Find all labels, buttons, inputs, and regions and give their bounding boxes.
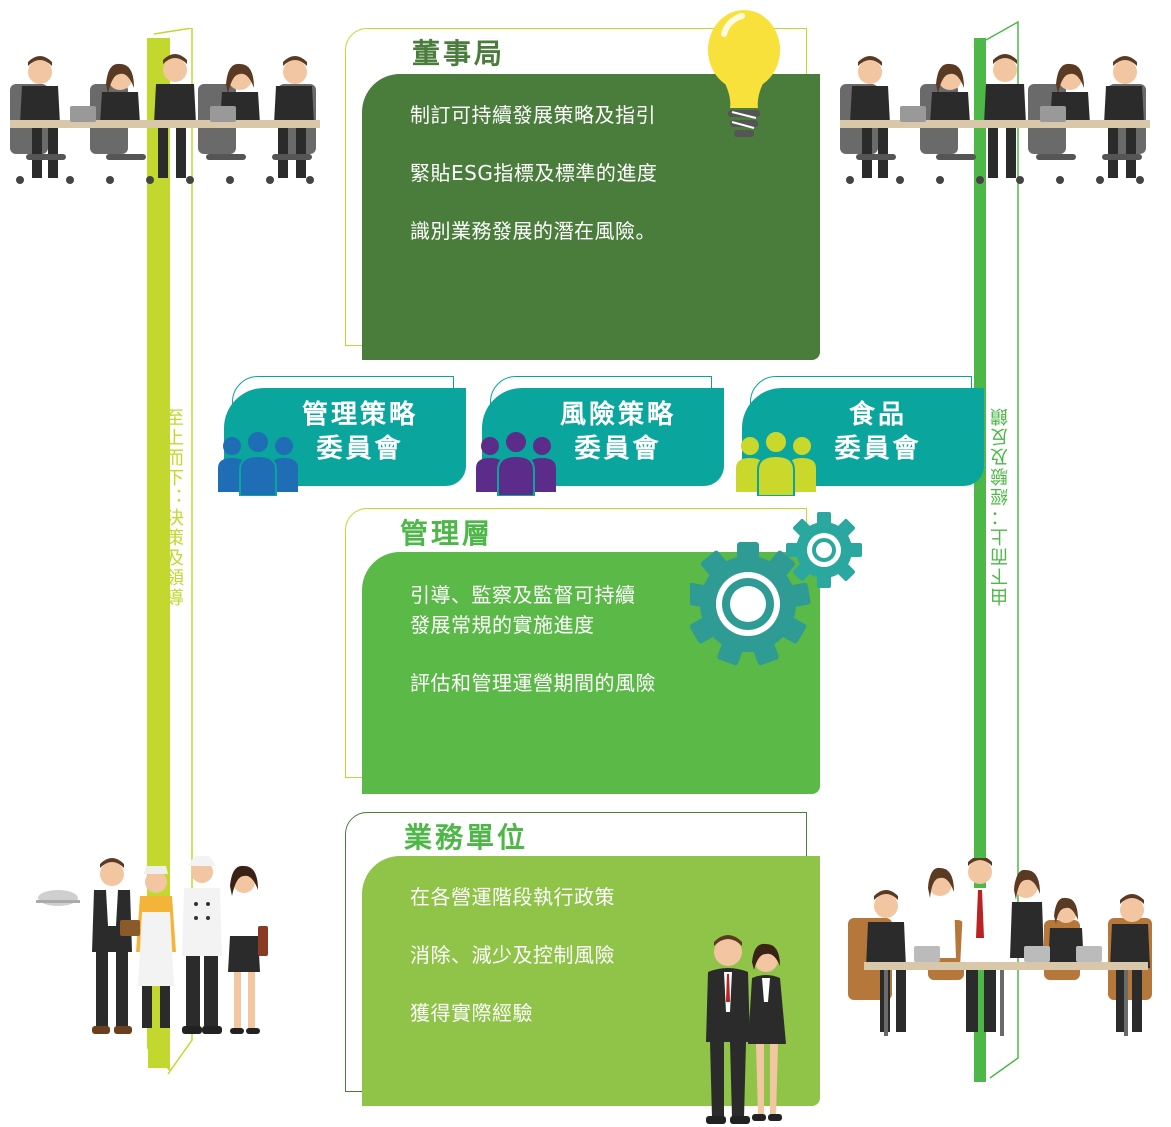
management-item: 評估和管理運營期間的風險 — [410, 671, 656, 695]
board-title: 董事局 — [412, 37, 506, 70]
business-item: 獲得實際經驗 — [410, 1001, 533, 1025]
committee-food: 食品 委員會 — [736, 376, 984, 496]
gears-icon — [690, 512, 862, 666]
board-items: 制訂可持續發展策略及指引 緊貼ESG指標及標準的進度 識別業務發展的潛在風險。 — [410, 100, 800, 246]
business-item: 消除、減少及控制風險 — [410, 943, 615, 967]
left-axis-label: 至上而下：決策及領導 — [163, 408, 184, 608]
committee-risk: 風險策略 委員會 — [476, 376, 724, 496]
business-item: 在各營運階段執行政策 — [410, 885, 615, 909]
board-item: 緊貼ESG指標及標準的進度 — [410, 161, 658, 185]
office-team-illustration — [848, 858, 1152, 1036]
committee-management: 管理策略 委員會 — [218, 376, 466, 496]
management-title: 管理層 — [400, 517, 494, 550]
people-group-icon — [476, 430, 556, 496]
management-item: 引導、監察及監督可持續 發展常規的實施進度 — [410, 583, 636, 637]
meeting-illustration-right — [840, 54, 1150, 184]
committee-label: 風險策略 委員會 — [559, 400, 676, 464]
committee-label: 管理策略 委員會 — [301, 400, 418, 464]
restaurant-staff-illustration — [36, 856, 268, 1034]
committee-label: 食品 委員會 — [834, 400, 922, 464]
people-group-icon — [218, 430, 298, 496]
board-item: 制訂可持續發展策略及指引 — [410, 103, 656, 127]
people-group-icon — [736, 430, 816, 496]
business-title: 業務單位 — [404, 821, 529, 854]
business-people-illustration — [706, 935, 786, 1124]
lightbulb-icon — [708, 10, 780, 137]
right-axis-label: 由下而上：經驗及反饋 — [990, 406, 1011, 606]
meeting-illustration-left — [10, 54, 320, 184]
board-item: 識別業務發展的潛在風險。 — [410, 219, 656, 243]
